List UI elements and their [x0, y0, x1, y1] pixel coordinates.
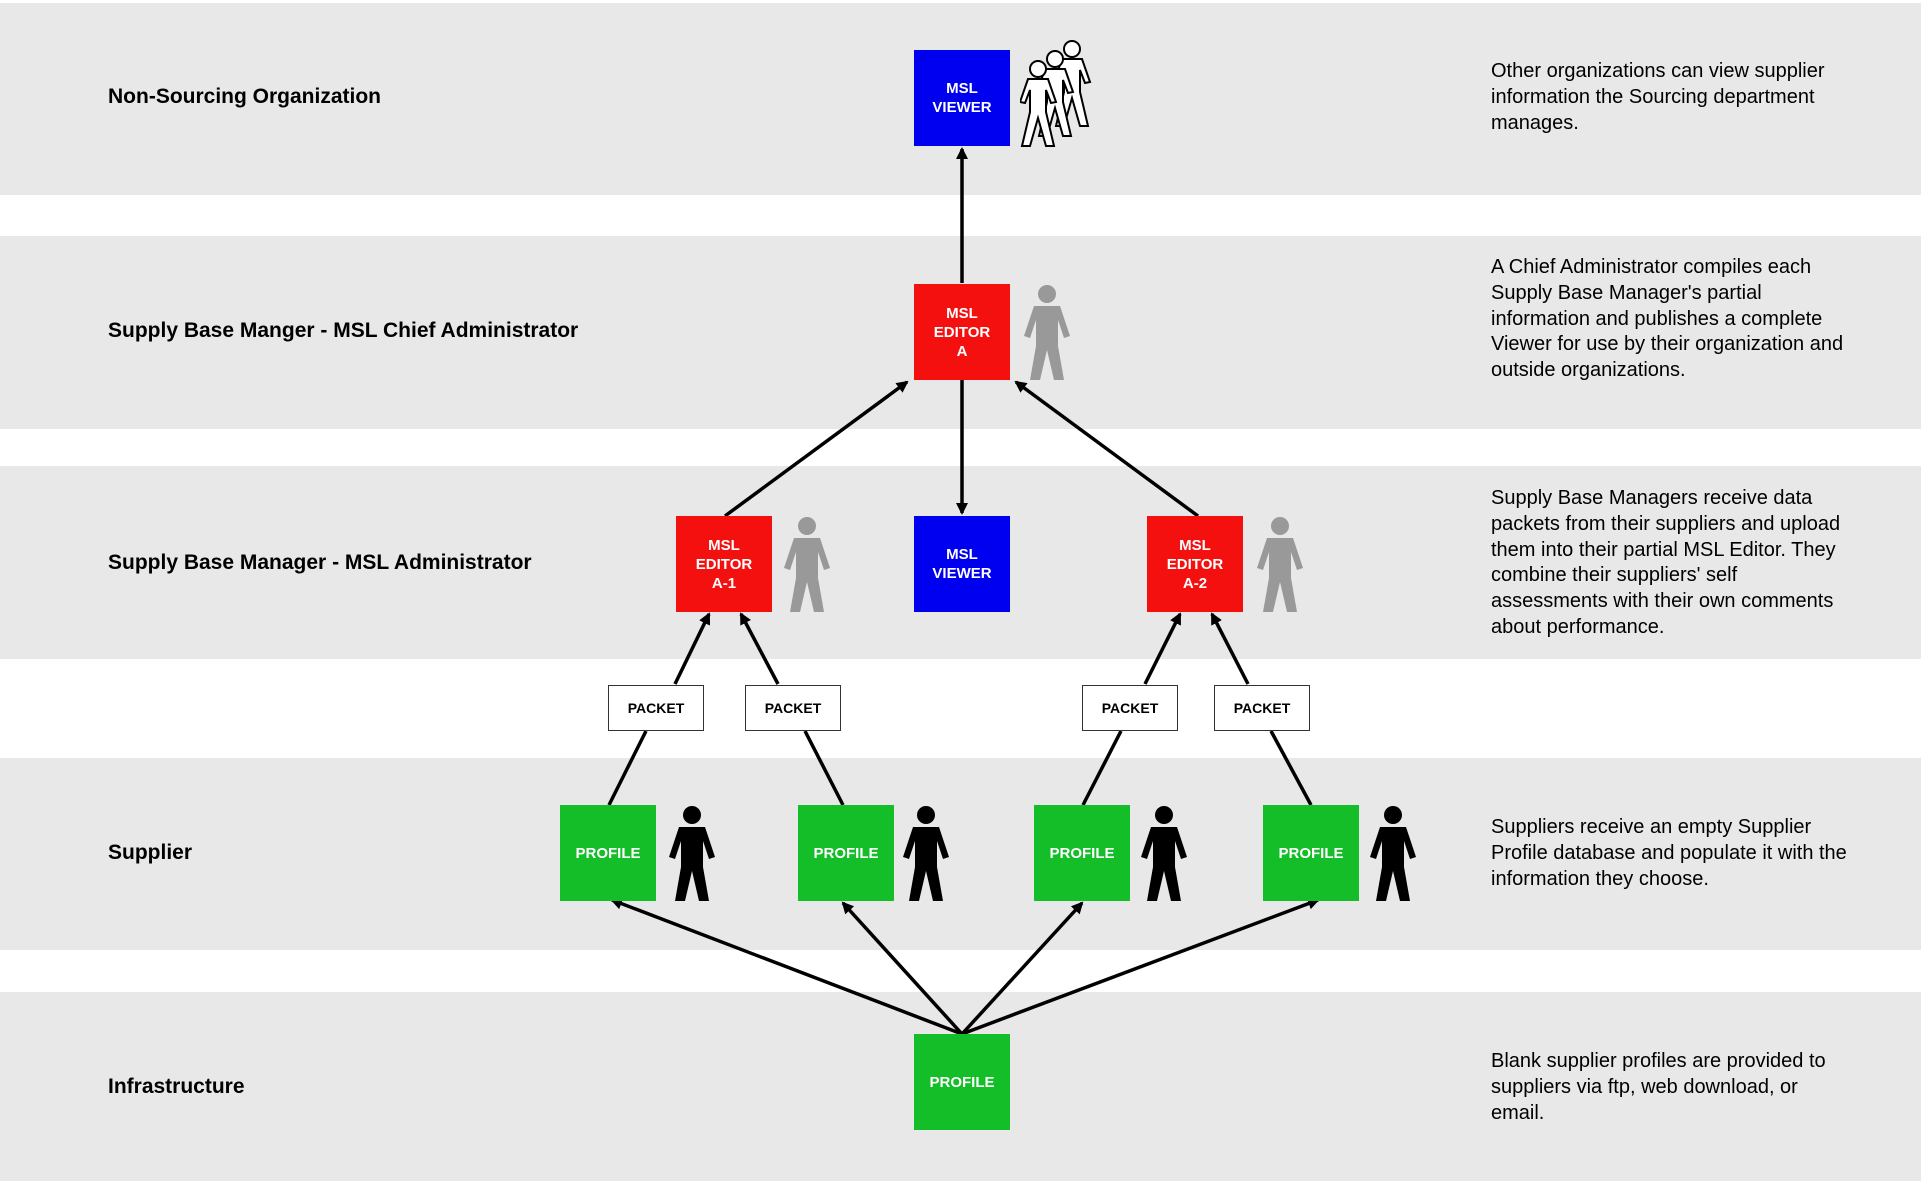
arrow-packet2-to-editor-a1 — [739, 612, 780, 685]
msl-editor-a: MSL EDITOR A — [914, 284, 1010, 380]
admin-a2-person-icon — [1257, 517, 1303, 612]
supplier-4-person-icon — [1370, 806, 1416, 901]
admin-a1-person-icon — [784, 517, 830, 612]
msl-viewer-mid: MSL VIEWER — [914, 516, 1010, 612]
supplier-3-person-icon — [1141, 806, 1187, 901]
desc-supplier: Suppliers receive an empty Supplier Prof… — [1491, 816, 1847, 890]
msl-editor-a2: MSL EDITOR A-2 — [1147, 516, 1243, 612]
packet-1: PACKET — [608, 685, 704, 731]
chief-admin-person-icon — [1024, 285, 1070, 380]
line-profile1-to-packet1 — [607, 730, 648, 806]
packet-4: PACKET — [1214, 685, 1310, 731]
msl-editor-a1: MSL EDITOR A-1 — [676, 516, 772, 612]
desc-chief-admin: A Chief Administrator compiles each Supp… — [1491, 256, 1844, 382]
band-supplier — [0, 758, 1921, 950]
viewer-group-person-icon — [1020, 40, 1092, 147]
supplier-1-person-icon — [669, 806, 715, 901]
msl-viewer-top: MSL VIEWER — [914, 50, 1010, 146]
line-profile4-to-packet4 — [1269, 730, 1313, 806]
profile-2: PROFILE — [798, 805, 894, 901]
label-msl-admin: Supply Base Manager - MSL Administrator — [108, 551, 532, 574]
arrow-infra-to-profile3 — [960, 901, 1084, 1036]
desc-infrastructure: Blank supplier profiles are provided to … — [1491, 1050, 1826, 1124]
supplier-2-person-icon — [903, 806, 949, 901]
desc-msl-admin: Supply Base Managers receive data packet… — [1491, 487, 1841, 638]
label-infrastructure: Infrastructure — [108, 1075, 245, 1098]
packet-3: PACKET — [1082, 685, 1178, 731]
line-profile2-to-packet2 — [803, 730, 845, 806]
profile-3: PROFILE — [1034, 805, 1130, 901]
arrow-packet3-to-editor-a2 — [1143, 612, 1182, 685]
desc-non-sourcing: Other organizations can view supplier in… — [1491, 60, 1825, 134]
label-chief-admin: Supply Base Manger - MSL Chief Administr… — [108, 319, 579, 342]
arrow-infra-to-profile2 — [841, 901, 964, 1036]
arrow-infra-to-profile4 — [961, 897, 1320, 1036]
arrow-packet4-to-editor-a2 — [1210, 612, 1250, 685]
profile-4: PROFILE — [1263, 805, 1359, 901]
label-supplier: Supplier — [108, 841, 193, 864]
label-non-sourcing: Non-Sourcing Organization — [108, 85, 381, 108]
profile-1: PROFILE — [560, 805, 656, 901]
profile-infrastructure: PROFILE — [914, 1034, 1010, 1130]
arrow-infra-to-profile1 — [610, 897, 963, 1036]
arrow-packet1-to-editor-a1 — [673, 612, 711, 685]
line-profile3-to-packet3 — [1081, 730, 1123, 806]
arrow-editor-a2-to-editor-a — [1014, 380, 1200, 518]
packet-2: PACKET — [745, 685, 841, 731]
arrow-editor-a1-to-editor-a — [723, 380, 909, 518]
